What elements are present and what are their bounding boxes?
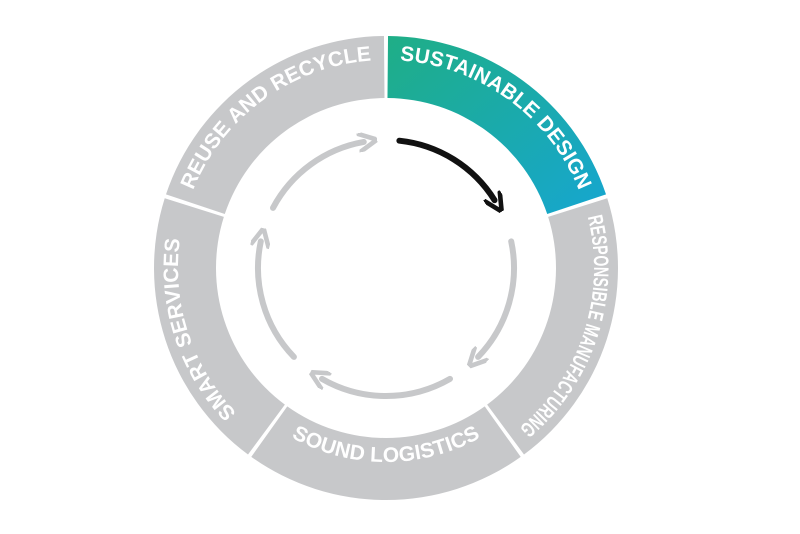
segment-responsible-manufacturing	[487, 198, 618, 455]
cycle-arrow-responsible-manufacturing	[478, 238, 517, 357]
segment-smart-services	[154, 198, 285, 455]
segment-reuse-and-recycle	[165, 36, 385, 215]
active-arrow-sustainable-design	[396, 137, 494, 200]
segment-sustainable-design	[387, 36, 607, 215]
cycle-arrow-reuse-and-recycle	[269, 142, 364, 211]
inner-cycle-arrows	[258, 137, 517, 399]
cycle-arrow-sound-logistics	[322, 379, 453, 399]
segment-sound-logistics	[251, 406, 521, 500]
outer-ring	[154, 36, 618, 500]
cycle-arrow-smart-services	[258, 241, 297, 360]
